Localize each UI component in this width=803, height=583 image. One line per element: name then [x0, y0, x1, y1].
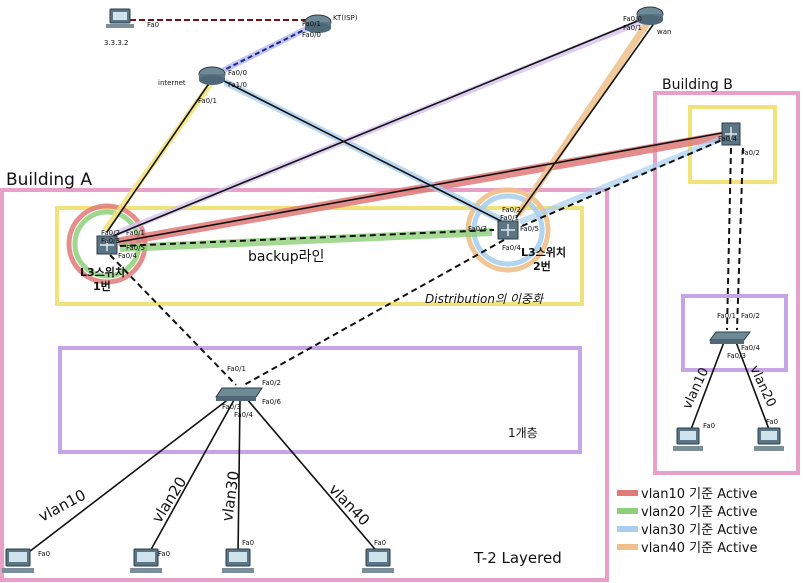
port-label: Fa0/1: [126, 229, 145, 237]
port-label: Fa0/4: [118, 252, 137, 260]
port-label: Fa0/5: [520, 225, 539, 233]
port-label: Fa0/1: [302, 20, 321, 28]
link-internet-kt: [211, 25, 313, 77]
port-label: Fa0: [766, 418, 778, 426]
l3-switch-1-label-line1: L3스위치: [80, 265, 125, 279]
vlan-label-b1: vlan10: [680, 365, 712, 411]
port-label: Fa0/0: [623, 15, 642, 23]
pc-2-icon[interactable]: [130, 548, 162, 573]
l3-switch-2-label-line2: 2번: [533, 259, 551, 273]
building-b-access-box: [681, 294, 788, 372]
router-internet-icon[interactable]: [198, 66, 226, 85]
link-l3sw2-bsw: [521, 139, 723, 227]
legend-label: vlan30 기준 Active: [641, 523, 757, 538]
port-label: Fa0/2: [502, 206, 521, 214]
link-l3sw1-bsw: [117, 132, 723, 243]
floor-access-box: [58, 346, 582, 454]
port-label: Fa0/4: [741, 344, 760, 352]
building-b-pc-2-icon[interactable]: [754, 427, 784, 451]
building-b-access-switch-icon[interactable]: [709, 331, 751, 344]
port-label: Fa0/1: [623, 24, 642, 32]
highlight-vlan20-link: [119, 228, 493, 252]
port-label: Fa0/4: [718, 135, 737, 143]
port-label: Fa0: [242, 539, 254, 547]
legend-label: vlan10 기준 Active: [641, 487, 757, 502]
port-label: Fa0: [158, 550, 170, 558]
legend-label: vlan20 기준 Active: [641, 505, 757, 520]
port-label: Fa0/0: [302, 31, 321, 39]
link-bacc-bpc1: [689, 341, 725, 433]
l3-switch-2-label-line1: L3스위치: [521, 245, 566, 259]
pc-top-icon[interactable]: [106, 8, 134, 28]
port-label: Fa0/0: [228, 69, 247, 77]
router-wan-icon[interactable]: [636, 6, 664, 25]
t2-layered-label: T-2 Layered: [473, 549, 562, 567]
internet-label: internet: [158, 79, 186, 87]
port-label: Fa0/5: [126, 244, 145, 252]
legend-label: vlan40 기준 Active: [641, 541, 757, 556]
port-label: Fa0/1: [500, 214, 519, 222]
highlight-vlan40-link: [515, 20, 651, 217]
kt-isp-label: KT(ISP): [333, 14, 358, 22]
router-kt-isp-icon[interactable]: [304, 14, 332, 33]
pc-top-label: 3.3.3.2: [104, 39, 129, 47]
link-internet-l3sw1: [106, 81, 211, 233]
l3-switch-1-icon[interactable]: [96, 235, 118, 255]
link-bsw-bacc-2: [736, 147, 744, 331]
pc-3-icon[interactable]: [222, 548, 254, 573]
port-label: Fa0: [38, 550, 50, 558]
port-label: Fa0/3: [727, 352, 746, 360]
l3-switch-2-icon[interactable]: [497, 220, 519, 240]
link-access-pc3: [237, 399, 241, 556]
port-label: Fa0/4: [502, 244, 521, 252]
building-a-box: [0, 188, 609, 582]
link-access-pc1: [24, 397, 231, 556]
highlight-vlan30-link-2: [518, 132, 732, 225]
floor-label: 1개층: [508, 426, 538, 440]
pc-4-icon[interactable]: [362, 548, 394, 573]
building-a-title: Building A: [6, 170, 92, 190]
backup-line-label: backup라인: [248, 249, 324, 265]
distribution-label: Distribution의 이중화: [425, 292, 544, 306]
port-label: Fa0/2: [101, 229, 120, 237]
port-label: Fa0: [703, 422, 715, 430]
port-label: Fa0/1: [198, 97, 217, 105]
link-bacc-bpc2: [735, 341, 771, 433]
wan-label: wan: [657, 28, 671, 36]
link-bsw-bacc-1: [726, 147, 732, 331]
port-label: Fa0/2: [741, 312, 760, 320]
building-b-box: [653, 91, 800, 475]
l3-switch-1-label-line2: 1번: [93, 279, 111, 293]
port-label: Fa0/2: [262, 379, 281, 387]
port-label: Fa0/3: [222, 403, 241, 411]
vlan-label-a4: vlan40: [325, 480, 373, 529]
vlan-label-a1: vlan10: [35, 486, 88, 526]
port-label: Fa0: [147, 21, 159, 29]
link-l3sw1-access: [109, 254, 237, 386]
pc-1-icon[interactable]: [2, 548, 34, 573]
port-label: Fa1/0: [228, 81, 247, 89]
access-switch-icon[interactable]: [215, 387, 263, 401]
link-wan-l3sw1: [112, 19, 641, 237]
port-label: Fa0/4: [234, 411, 253, 419]
building-b-title: Building B: [662, 77, 733, 93]
port-label: Fa0/2: [741, 149, 760, 157]
link-internet-l3sw2: [221, 79, 504, 223]
port-label: Fa0/6: [262, 398, 281, 406]
legend: vlan10 기준 Active vlan20 기준 Active vlan30 기…: [617, 487, 757, 556]
link-access-pc4: [245, 397, 381, 556]
building-b-pc-1-icon[interactable]: [673, 427, 703, 451]
link-wan-l3sw2: [515, 21, 656, 219]
port-label: Fa0: [374, 539, 386, 547]
backup-link: [119, 229, 495, 247]
port-label: Fa0/3: [101, 237, 120, 245]
link-access-pc2: [147, 399, 235, 556]
port-label: Fa0/3: [468, 225, 487, 233]
port-label: Fa0/1: [227, 365, 246, 373]
port-label: Fa0/1: [717, 312, 736, 320]
building-b-switch-icon[interactable]: [721, 122, 741, 146]
